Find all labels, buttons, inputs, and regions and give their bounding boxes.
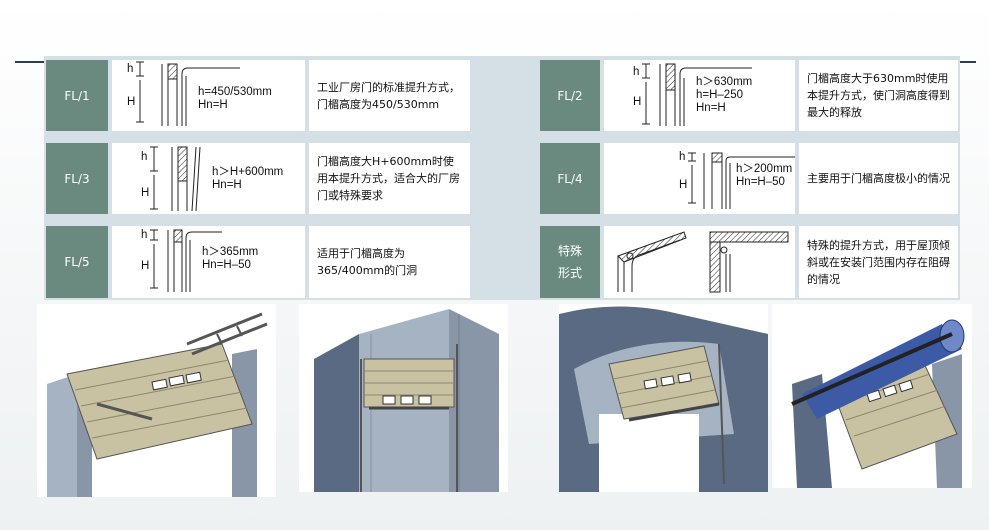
special-label-line-1: 特殊 bbox=[557, 244, 582, 258]
formula-line-2: Hn=H bbox=[198, 99, 228, 111]
diagram-special bbox=[604, 226, 795, 298]
door-under-pipe-icon bbox=[791, 319, 965, 488]
symbol-H: H bbox=[127, 96, 136, 108]
formula-line-1: h＞H+600mm bbox=[212, 166, 284, 178]
photo-high-lift-door bbox=[559, 304, 768, 492]
standard-lift-diagram-icon bbox=[136, 61, 240, 126]
diagram-fl2: h H h＞630mm h=H–250 Hn=H bbox=[604, 60, 795, 131]
type-code-fl2: FL/2 bbox=[540, 60, 600, 131]
type-code-special: 特殊 形式 bbox=[540, 226, 600, 298]
photo-tilted-door bbox=[37, 304, 276, 497]
formula-line-2: h=H–250 bbox=[696, 89, 743, 101]
symbol-H: H bbox=[141, 187, 150, 199]
symbol-h: h bbox=[141, 151, 148, 163]
diagram-fl1: h H h=450/530mm Hn=H bbox=[112, 60, 305, 131]
desc-fl2: 门楣高度大于630mm时使用本提升方式，使门洞高度得到最大的释放 bbox=[799, 60, 958, 131]
high-lift-door-icon bbox=[559, 306, 768, 492]
diagram-fl5: h H h＞365mm Hn=H–50 bbox=[112, 226, 305, 298]
desc-fl4: 主要用于门楣高度极小的情况 bbox=[799, 143, 958, 214]
diagram-fl4: h H h＞200mm Hn=H–50 bbox=[604, 143, 795, 214]
symbol-H: H bbox=[633, 96, 642, 108]
type-code-fl3: FL/3 bbox=[46, 143, 108, 214]
desc-special: 特殊的提升方式，用于屋顶倾斜或在安装门范围内存在阻碍的情况 bbox=[799, 226, 958, 298]
photo-door-under-pipe bbox=[772, 304, 972, 488]
vertical-lift-door-icon bbox=[314, 309, 499, 492]
formula-line-1: h＞630mm bbox=[696, 76, 753, 88]
reduced-headroom-diagram-icon bbox=[150, 229, 222, 292]
desc-fl3: 门楣高度大H+600mm时使用本提升方式，适合大的厂房门或特殊要求 bbox=[309, 143, 470, 214]
symbol-h: h bbox=[679, 151, 686, 163]
formula-line-2: Hn=H–50 bbox=[736, 176, 785, 188]
desc-fl5: 适用于门楣高度为365/400mm的门洞 bbox=[309, 226, 470, 298]
desc-fl1: 工业厂房门的标准提升方式，门楣高度为450/530mm bbox=[309, 60, 470, 131]
photo-vertical-door bbox=[299, 304, 508, 492]
symbol-h: h bbox=[141, 229, 148, 241]
vertical-lift-diagram-icon bbox=[150, 146, 201, 212]
lift-type-table: FL/1 h H h=450/530mm Hn=H 工业厂房门的标准提升方式，门… bbox=[44, 56, 960, 300]
formula-line-1: h＞200mm bbox=[736, 163, 793, 175]
type-code-fl4: FL/4 bbox=[540, 143, 600, 214]
special-label-line-2: 形式 bbox=[557, 266, 582, 280]
type-code-fl1: FL/1 bbox=[46, 60, 108, 131]
formula-line-3: Hn=H bbox=[696, 102, 726, 114]
tilted-door-with-ladder-icon bbox=[47, 312, 268, 497]
special-lift-diagram-icon bbox=[617, 231, 789, 293]
type-code-fl5: FL/5 bbox=[46, 226, 108, 298]
symbol-H: H bbox=[679, 179, 688, 191]
low-headroom-diagram-icon bbox=[688, 152, 795, 209]
symbol-h: h bbox=[633, 66, 640, 78]
diagram-fl3: h H h＞H+600mm Hn=H bbox=[112, 143, 305, 214]
formula-line-2: Hn=H bbox=[212, 179, 242, 191]
symbol-h: h bbox=[127, 63, 134, 75]
top-rule-left bbox=[15, 61, 44, 63]
formula-line-2: Hn=H–50 bbox=[202, 259, 251, 271]
formula-line-1: h=450/530mm bbox=[198, 86, 272, 98]
formula-line-1: h＞365mm bbox=[202, 246, 259, 258]
symbol-H: H bbox=[141, 260, 150, 272]
high-lift-diagram-icon bbox=[642, 63, 752, 126]
top-rule-right bbox=[960, 61, 976, 63]
